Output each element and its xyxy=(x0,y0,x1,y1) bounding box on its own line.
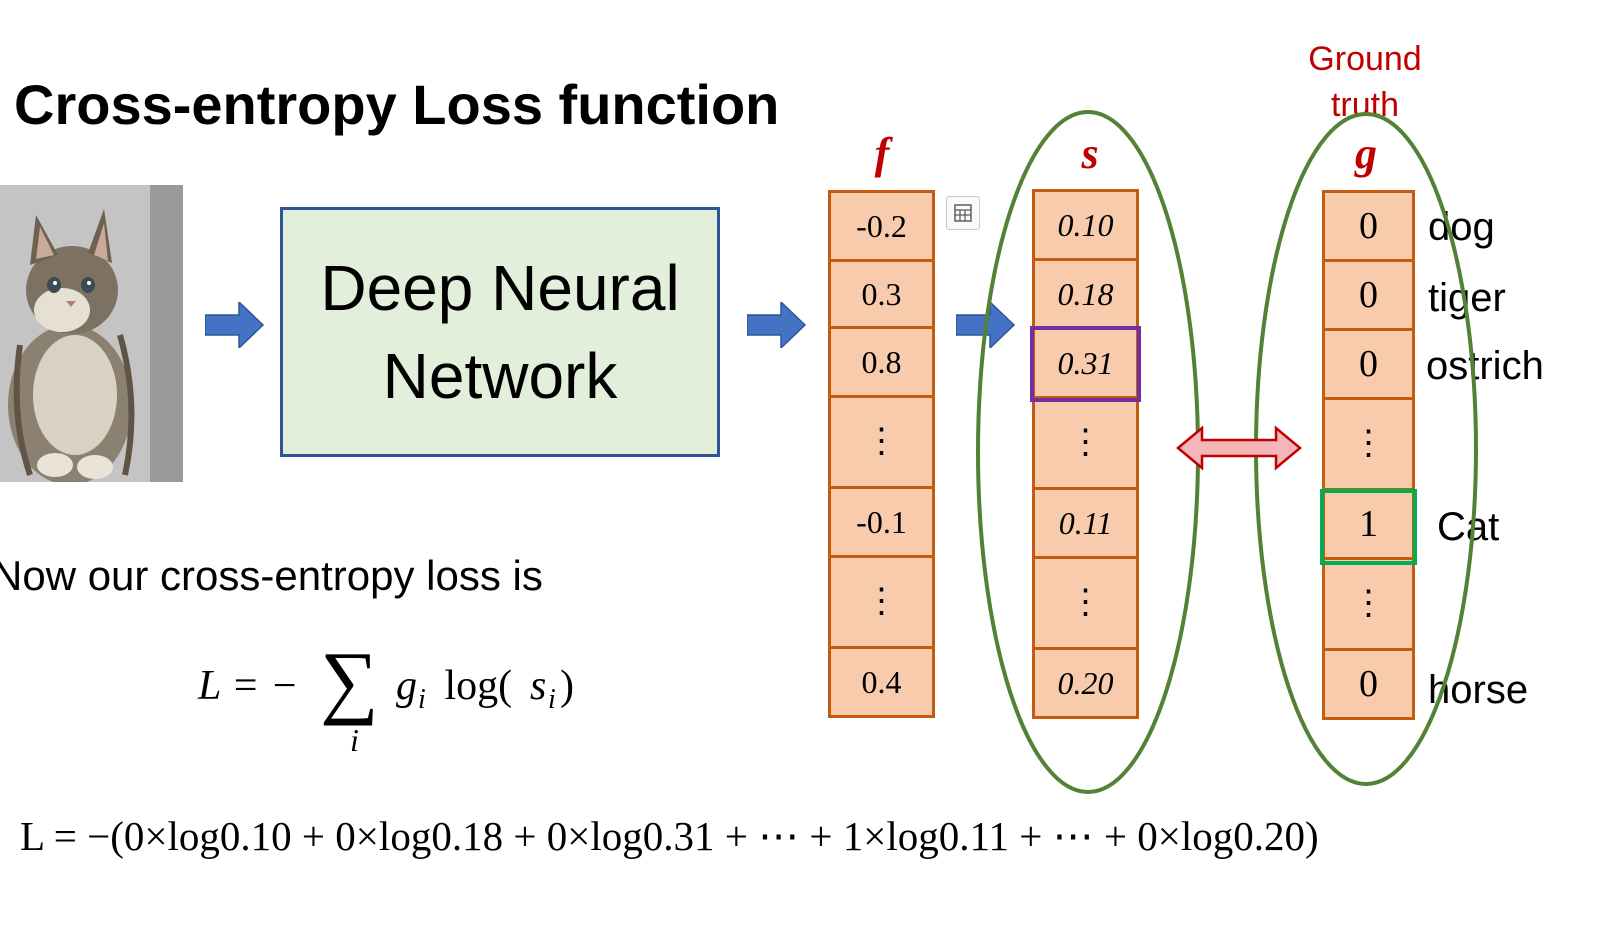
quick-analysis-icon[interactable] xyxy=(946,196,980,230)
formula-s: s xyxy=(530,663,547,709)
column-s: 0.10 0.18 0.31 ⋮ 0.11 ⋮ 0.20 xyxy=(1032,189,1139,719)
s-cell-ellipsis: ⋮ xyxy=(1032,396,1139,490)
class-label-ostrich: ostrich xyxy=(1426,344,1544,388)
compare-double-arrow-icon xyxy=(1176,425,1302,471)
ground-truth-label: Ground truth xyxy=(1308,40,1422,124)
network-label-line2: Network xyxy=(382,340,618,412)
g-cell: 0 xyxy=(1322,190,1415,262)
slide-title: Cross-entropy Loss function xyxy=(14,73,780,136)
s-cell-ellipsis: ⋮ xyxy=(1032,556,1139,650)
s-cell: 0.11 xyxy=(1032,487,1139,559)
column-f-header: f xyxy=(874,129,890,178)
class-label-dog: dog xyxy=(1428,205,1495,249)
formula-close-paren: ) xyxy=(560,663,574,709)
s-cell: 0.18 xyxy=(1032,258,1139,330)
class-label-horse: horse xyxy=(1428,668,1529,712)
g-cell: 0 xyxy=(1322,648,1415,720)
column-f: -0.2 0.3 0.8 ⋮ -0.1 ⋮ 0.4 xyxy=(828,190,935,718)
f-cell: -0.2 xyxy=(828,190,935,262)
formula-g-subscript: i xyxy=(418,684,426,715)
f-cell-ellipsis: ⋮ xyxy=(828,395,935,489)
kitten-illustration xyxy=(0,185,183,482)
calculator-icon xyxy=(954,204,972,222)
arrow-right-icon xyxy=(956,302,1016,348)
s-cell: 0.20 xyxy=(1032,647,1139,719)
deep-neural-network-box: Deep Neural Network xyxy=(280,207,720,457)
formula-log: log( xyxy=(434,663,513,709)
arrow-right-icon xyxy=(747,302,807,348)
formula-lhs: L = − xyxy=(198,663,299,709)
s-cell: 0.10 xyxy=(1032,189,1139,261)
sum-index: i xyxy=(350,722,359,758)
class-label-tiger: tiger xyxy=(1428,276,1506,320)
column-s-header: s xyxy=(1081,129,1099,178)
class-label-cat: Cat xyxy=(1437,505,1500,549)
ground-truth-highlight-box xyxy=(1320,489,1417,565)
g-cell-ellipsis: ⋮ xyxy=(1322,557,1415,651)
g-cell: 0 xyxy=(1322,259,1415,331)
f-cell: -0.1 xyxy=(828,486,935,558)
kitten-image xyxy=(0,185,183,482)
g-cell-ellipsis: ⋮ xyxy=(1322,397,1415,491)
predicted-highlight-box xyxy=(1030,326,1141,402)
f-cell: 0.3 xyxy=(828,259,935,329)
f-cell-ellipsis: ⋮ xyxy=(828,555,935,649)
f-cell: 0.4 xyxy=(828,646,935,718)
sum-symbol: ∑ xyxy=(320,635,379,726)
formula-g: g xyxy=(396,663,417,709)
loss-formula-expanded: L = −(0×log0.10 + 0×log0.18 + 0×log0.31 … xyxy=(20,813,1319,859)
network-label-line1: Deep Neural xyxy=(320,252,680,324)
column-g-header: g xyxy=(1355,129,1377,178)
f-cell: 0.8 xyxy=(828,326,935,398)
g-cell: 0 xyxy=(1322,328,1415,400)
arrow-right-icon xyxy=(205,302,265,348)
loss-intro-text: Now our cross-entropy loss is xyxy=(0,552,543,599)
formula-s-subscript: i xyxy=(548,684,556,715)
column-g: 0 0 0 ⋮ 1 ⋮ 0 xyxy=(1322,190,1415,720)
